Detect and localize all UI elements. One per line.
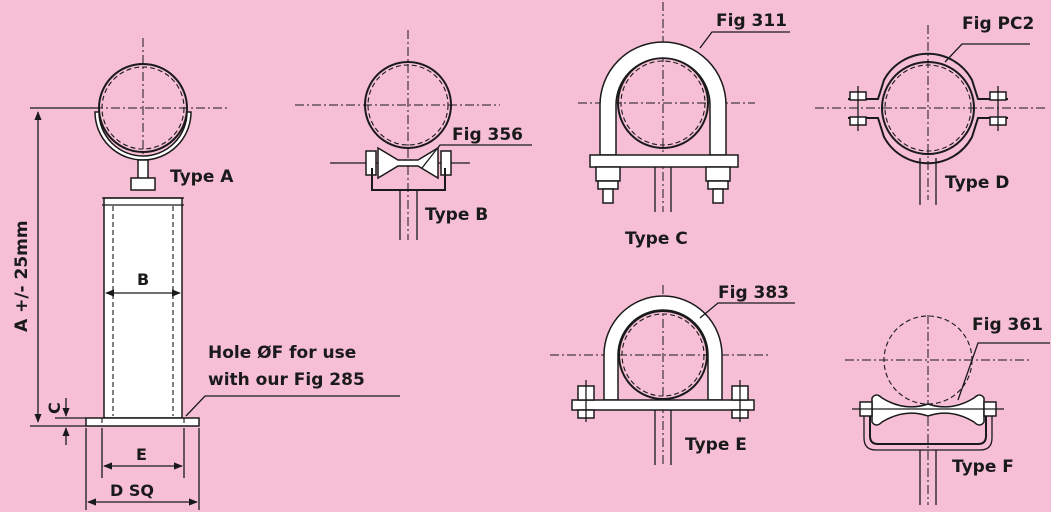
type-f-roller-chair: Fig 361 Type F xyxy=(845,315,1050,505)
type-a-pedestal-support: A +/- 25mm B C E D SQ Hole ØF for use wi… xyxy=(12,38,400,510)
dim-a-label: A +/- 25mm xyxy=(12,220,32,332)
fig-311-label: Fig 311 xyxy=(716,11,787,31)
type-e-label: Type E xyxy=(685,435,747,455)
hole-note-line-2: with our Fig 285 xyxy=(208,370,365,390)
type-d-pipe xyxy=(881,61,975,155)
dim-c-label: C xyxy=(45,402,64,414)
type-b-roller-support: Fig 356 Type B xyxy=(295,30,532,240)
type-c-label: Type C xyxy=(625,229,688,249)
dim-b-label: B xyxy=(137,270,149,289)
hole-note-line-1: Hole ØF for use xyxy=(208,343,356,363)
fig-pc2-label: Fig PC2 xyxy=(962,14,1034,34)
type-c-u-bolt-support: Fig 311 Type C xyxy=(578,2,790,249)
type-e-saddle-support: Fig 383 Type E xyxy=(550,283,795,465)
type-f-label: Type F xyxy=(952,457,1014,477)
type-e-pipe xyxy=(618,310,708,400)
type-a-base-plate xyxy=(85,417,200,427)
dim-e-label: E xyxy=(136,445,147,464)
type-b-pipe xyxy=(364,61,452,149)
fig-361-label: Fig 361 xyxy=(972,315,1043,335)
fig-356-label: Fig 356 xyxy=(452,125,523,145)
type-d-clip-support: Fig PC2 Type D xyxy=(815,14,1045,205)
fig-383-label: Fig 383 xyxy=(718,283,789,303)
type-a-label: Type A xyxy=(170,167,234,187)
type-a-column xyxy=(103,197,183,419)
type-d-label: Type D xyxy=(945,173,1009,193)
dim-d-label: D SQ xyxy=(110,481,154,500)
type-b-label: Type B xyxy=(425,205,488,225)
